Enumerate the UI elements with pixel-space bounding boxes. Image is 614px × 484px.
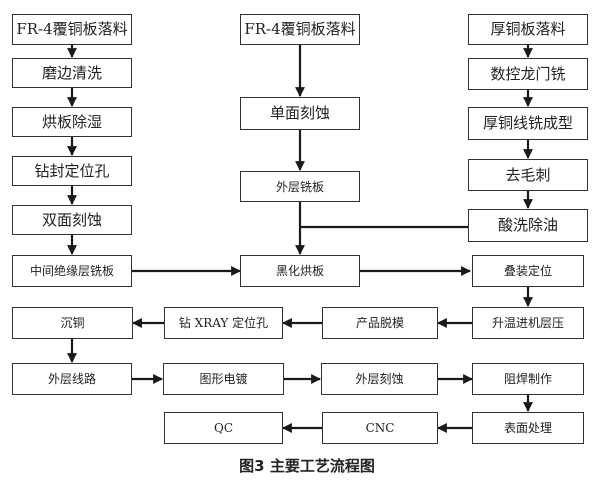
node-fr4-left: FR-4覆铜板落料 [12, 14, 132, 45]
node-qumaoci: 去毛刺 [468, 159, 588, 191]
node-heihua: 黑化烘板 [240, 255, 360, 287]
node-diezhuang: 叠装定位 [472, 255, 584, 287]
node-shukong: 数控龙门铣 [468, 58, 588, 90]
node-shengwen: 升温进机层压 [472, 307, 584, 339]
node-houtong: 厚铜板落料 [468, 14, 588, 45]
node-waicengxi: 外层铣板 [240, 171, 360, 202]
node-tuxing: 图形电镀 [163, 363, 284, 395]
node-shuangmian: 双面刻蚀 [12, 205, 132, 235]
node-zhongjian: 中间绝缘层铣板 [12, 255, 132, 287]
node-zuhan: 阻焊制作 [472, 363, 584, 395]
node-danmian: 单面刻蚀 [240, 97, 360, 130]
node-fr4-mid: FR-4覆铜板落料 [240, 14, 360, 45]
node-biaomian: 表面处理 [472, 412, 584, 444]
node-mobian: 磨边清洗 [12, 58, 132, 88]
node-houtongxian: 厚铜线铣成型 [468, 107, 588, 140]
node-suanxi: 酸洗除油 [468, 209, 588, 242]
node-qc: QC [164, 412, 283, 444]
node-zuanxray: 钻 XRAY 定位孔 [164, 307, 283, 339]
figure-caption: 图3 主要工艺流程图 [239, 457, 375, 475]
node-chentong: 沉铜 [12, 307, 133, 339]
node-waicengke: 外层刻蚀 [321, 363, 438, 395]
node-chanpin: 产品脱模 [322, 307, 438, 339]
node-cnc: CNC [322, 412, 438, 444]
node-zuanfeng: 钻封定位孔 [12, 156, 132, 186]
node-hongban: 烘板除湿 [12, 107, 132, 137]
node-waicengxian: 外层线路 [12, 363, 132, 395]
